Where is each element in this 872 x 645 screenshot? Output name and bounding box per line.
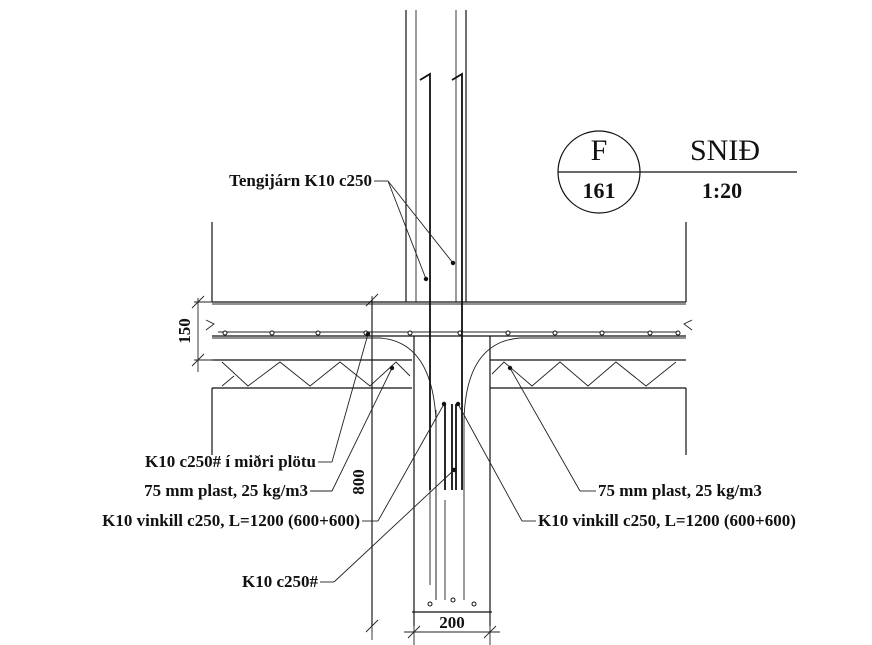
label-vinkill-right: K10 vinkill c250, L=1200 (600+600) (538, 511, 796, 530)
corner-bars (212, 337, 686, 600)
section-mark: F 161 SNIÐ 1:20 (557, 130, 797, 214)
dim-text-800: 800 (349, 469, 368, 495)
tengijarn-bars (419, 72, 463, 600)
label-plast-right: 75 mm plast, 25 kg/m3 (598, 481, 762, 500)
footing-rebar-dots (427, 597, 477, 607)
label-k10-hash: K10 c250# (242, 572, 319, 591)
dim-text-200: 200 (439, 613, 465, 632)
leader-lines (310, 180, 596, 583)
section-letter: F (591, 134, 608, 167)
insulation-layer (212, 359, 686, 389)
upper-wall (405, 10, 467, 302)
slab-rebar-dots (222, 330, 681, 336)
label-tengijarn: Tengijárn K10 c250 (229, 171, 372, 190)
section-title: SNIÐ (690, 134, 760, 167)
floor-slab (205, 301, 693, 337)
dimension-150 (191, 295, 214, 372)
section-sheet: 161 (583, 178, 616, 203)
dimension-800 (365, 293, 379, 640)
label-k10-midri: K10 c250# í miðri plötu (145, 452, 316, 471)
dim-text-150: 150 (175, 318, 194, 344)
section-scale: 1:20 (702, 178, 742, 203)
label-plast-left: 75 mm plast, 25 kg/m3 (144, 481, 308, 500)
dimension-200 (404, 612, 500, 645)
footing (371, 300, 492, 626)
leader-dots (365, 260, 513, 473)
side-walls (211, 222, 687, 455)
label-vinkill-left: K10 vinkill c250, L=1200 (600+600) (102, 511, 360, 530)
